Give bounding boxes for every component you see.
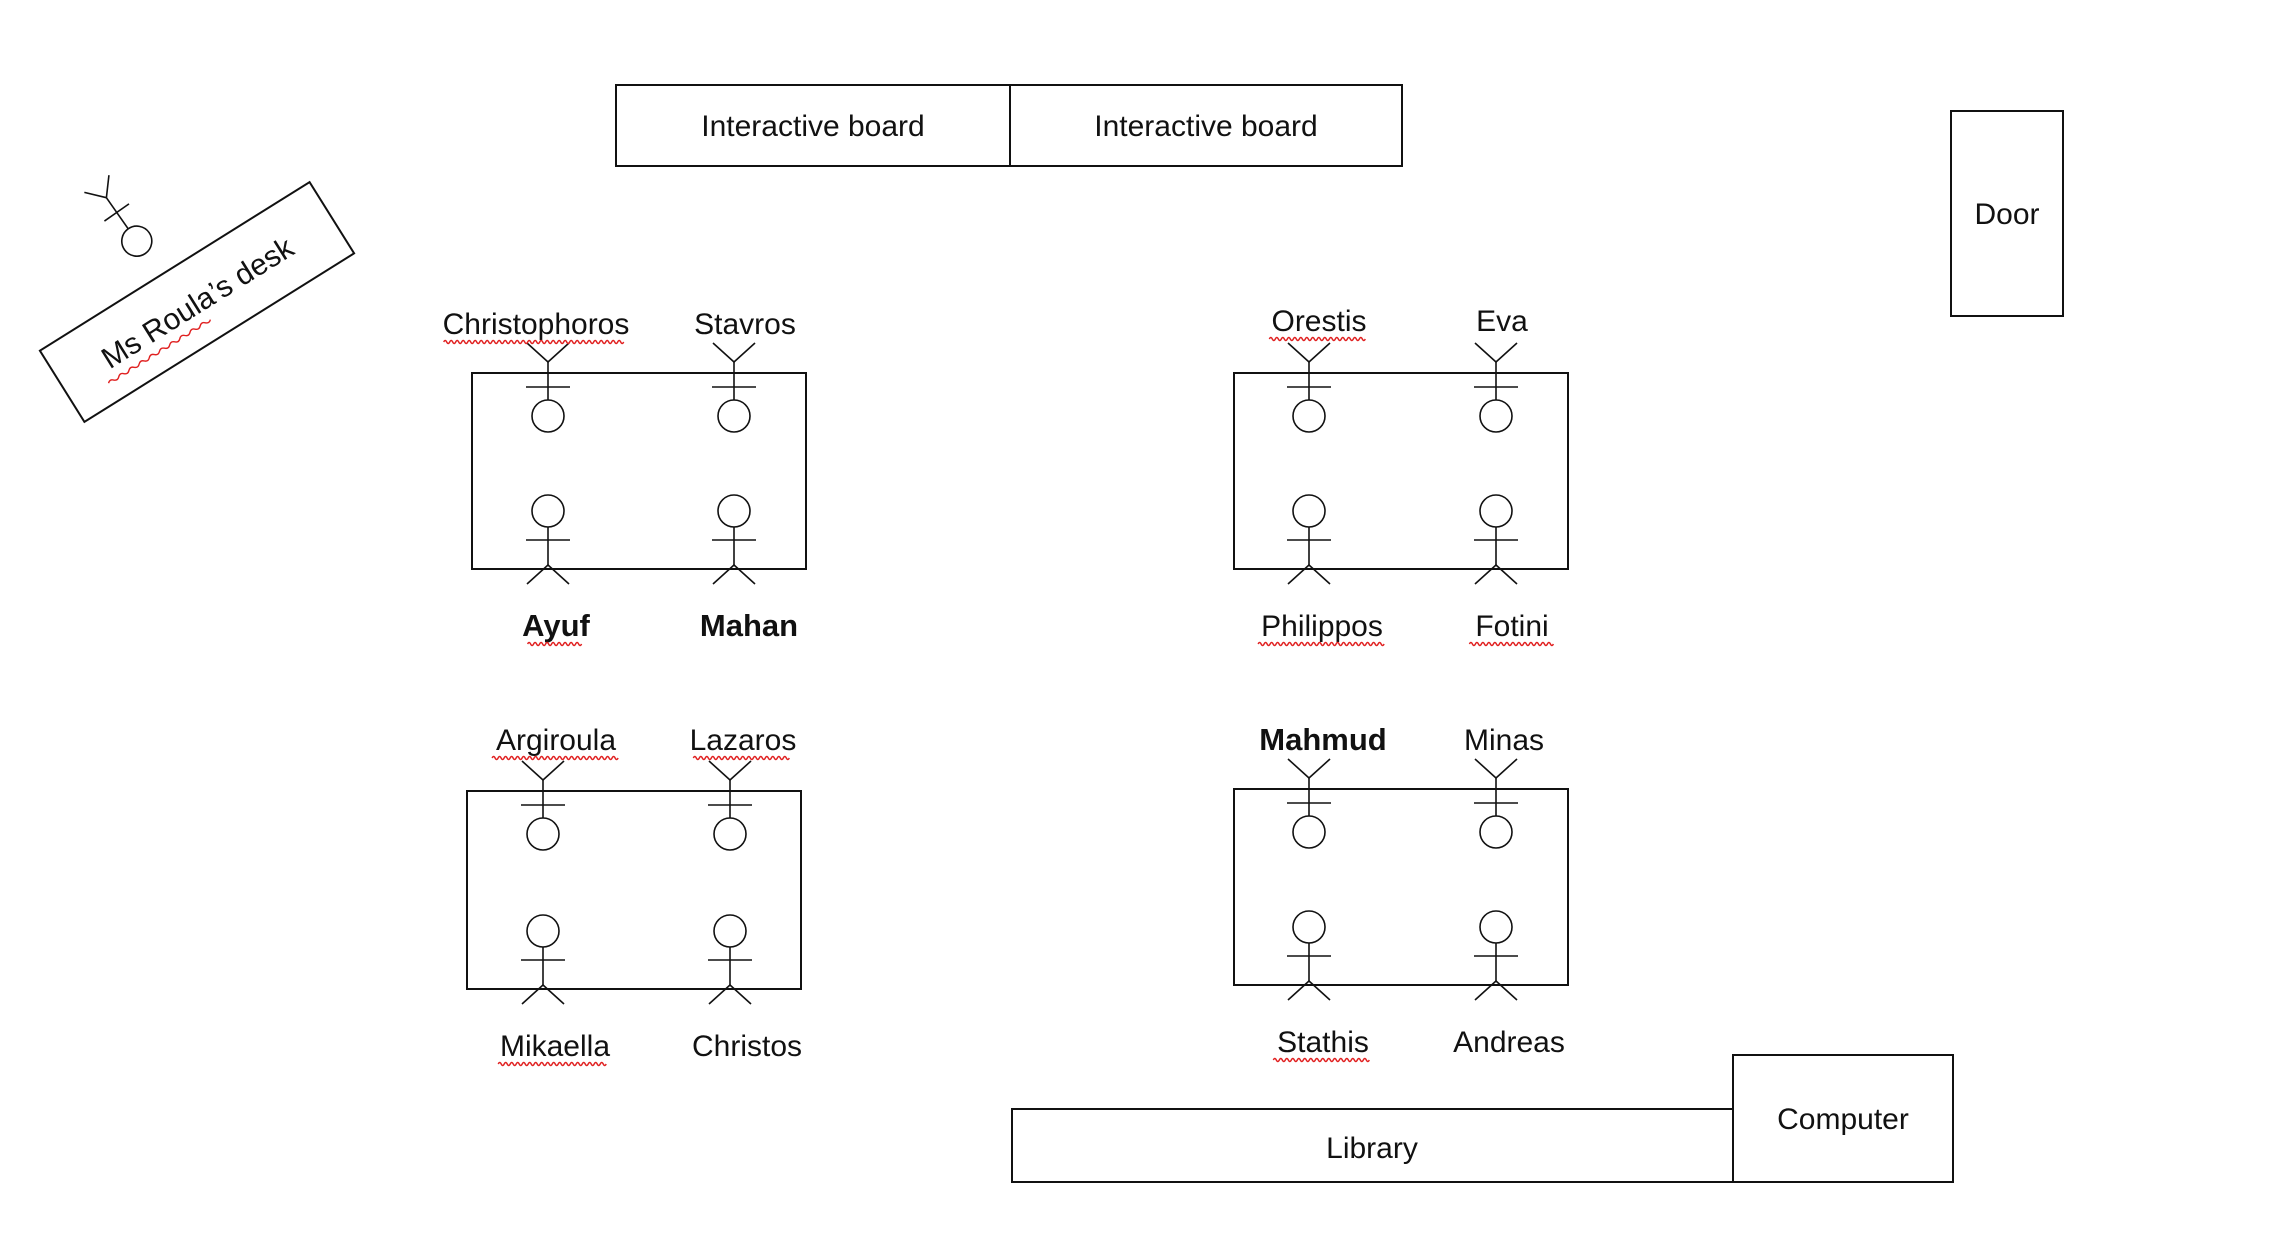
table-top-left-bottom-student-1: Ayuf <box>522 608 590 643</box>
door: Door <box>1950 110 2064 317</box>
table-bottom-left-bottom-student-1: Mikaella <box>500 1030 610 1063</box>
table-bottom-left-bottom-seat-2-figure-icon <box>708 914 752 1005</box>
table-bottom-right-top-student-2: Minas <box>1464 724 1544 757</box>
table-top-right-top-student-1: Orestis <box>1271 305 1366 338</box>
table-top-right-bottom-student-2-spell-mark <box>1468 641 1555 647</box>
table-bottom-right-bottom-student-1-spell-mark <box>1272 1057 1370 1063</box>
teacher-desk: Ms Roula’s desk <box>38 180 356 424</box>
table-top-right-top-student-1-spell-mark <box>1268 336 1366 342</box>
computer-box <box>1732 1054 1954 1183</box>
table-bottom-left-bottom-seat-1-figure-icon <box>521 914 565 1005</box>
table-bottom-left-bottom-student-1-spell-mark <box>497 1061 607 1067</box>
interactive-boards: Interactive board Interactive board <box>615 84 1403 167</box>
teacher-desk-box <box>38 180 356 424</box>
table-bottom-right-bottom-student-2: Andreas <box>1453 1026 1565 1059</box>
library-label: Library <box>1326 1132 1418 1165</box>
table-top-right-bottom-student-1: Philippos <box>1261 610 1383 643</box>
table-bottom-left-bottom-student-2: Christos <box>692 1030 802 1063</box>
table-top-right-desk <box>1233 372 1569 570</box>
table-top-left-bottom-seat-2-figure-icon <box>712 494 756 585</box>
computer-label: Computer <box>1777 1103 1909 1136</box>
table-top-left-top-student-1: Christophoros <box>443 308 630 341</box>
table-top-left-desk <box>471 372 807 570</box>
table-bottom-right-top-seat-1-figure-icon <box>1287 758 1331 849</box>
table-top-left-bottom-student-1-spell-mark <box>526 641 583 647</box>
interactive-board-right <box>1009 84 1403 167</box>
table-bottom-right-bottom-seat-1-figure-icon <box>1287 910 1331 1001</box>
table-top-right-bottom-seat-2-figure-icon <box>1474 494 1518 585</box>
table-top-right-bottom-student-1-spell-mark <box>1257 641 1385 647</box>
table-bottom-right-bottom-student-1: Stathis <box>1277 1026 1369 1059</box>
table-bottom-left-top-student-1-spell-mark <box>491 755 619 761</box>
table-bottom-left-top-student-2: Lazaros <box>690 724 797 757</box>
teacher-desk-spell-mark <box>107 319 212 384</box>
table-top-right-top-student-2: Eva <box>1476 305 1528 338</box>
library: Library <box>1011 1108 1736 1183</box>
table-bottom-left-top-seat-1-figure-icon <box>521 760 565 851</box>
table-top-left-bottom-seat-1-figure-icon <box>526 494 570 585</box>
table-top-right-bottom-seat-1-figure-icon <box>1287 494 1331 585</box>
table-top-left-top-seat-1-figure-icon <box>526 342 570 433</box>
table-bottom-right-desk <box>1233 788 1569 986</box>
computer: Computer <box>1732 1054 1954 1183</box>
door-box <box>1950 110 2064 317</box>
interactive-board-left-label: Interactive board <box>701 110 924 143</box>
table-bottom-left-top-student-1: Argiroula <box>496 724 616 757</box>
table-bottom-right-top-seat-2-figure-icon <box>1474 758 1518 849</box>
table-bottom-left-top-seat-2-figure-icon <box>708 760 752 851</box>
table-top-left-top-seat-2-figure-icon <box>712 342 756 433</box>
table-top-left-bottom-student-2: Mahan <box>700 608 798 643</box>
table-bottom-right-bottom-seat-2-figure-icon <box>1474 910 1518 1001</box>
teacher-figure-icon <box>84 175 153 257</box>
table-top-right-bottom-student-2: Fotini <box>1475 610 1548 643</box>
table-bottom-right-top-student-1: Mahmud <box>1259 722 1386 757</box>
interactive-board-left <box>615 84 1011 167</box>
table-top-right-top-seat-2-figure-icon <box>1474 342 1518 433</box>
interactive-board-right-label: Interactive board <box>1094 110 1317 143</box>
table-bottom-left-desk <box>466 790 802 990</box>
table-top-left-top-student-2: Stavros <box>694 308 796 341</box>
door-label: Door <box>1974 198 2039 231</box>
library-shelf <box>1011 1108 1736 1183</box>
table-bottom-left-top-student-2-spell-mark <box>692 755 790 761</box>
table-top-right-top-seat-1-figure-icon <box>1287 342 1331 433</box>
table-top-left-top-student-1-spell-mark <box>443 339 625 345</box>
